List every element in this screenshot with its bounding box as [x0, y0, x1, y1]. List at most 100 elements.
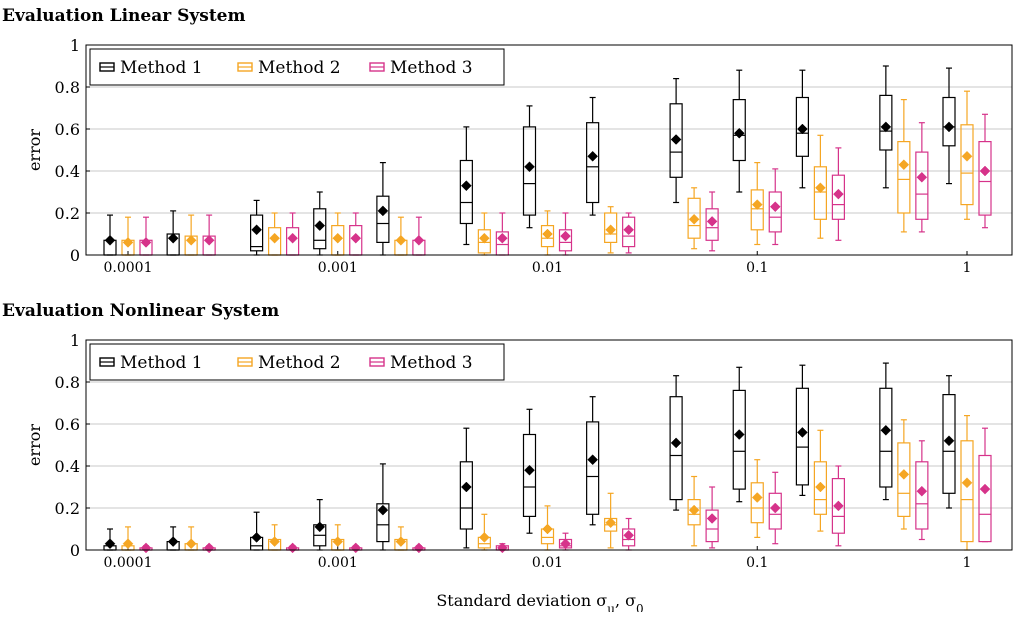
box — [915, 461, 929, 530]
mean-marker — [688, 504, 700, 516]
mean-marker — [815, 182, 826, 194]
x-tick-label: 0.001 — [318, 555, 358, 571]
box — [687, 499, 701, 526]
x-tick-label: 0.001 — [318, 260, 358, 276]
mean-marker — [122, 538, 134, 550]
mean-marker — [185, 234, 197, 246]
box — [750, 482, 764, 524]
box — [732, 389, 746, 490]
legend-label: Method 3 — [390, 353, 473, 373]
mean-marker — [898, 469, 910, 480]
mean-marker — [140, 542, 152, 554]
mean-marker — [461, 180, 472, 192]
legend-box — [89, 48, 505, 86]
mean-marker — [140, 237, 152, 248]
mean-marker — [122, 237, 134, 248]
mean-marker — [332, 232, 344, 244]
y-tick-label: 0.4 — [55, 457, 80, 476]
box — [831, 174, 845, 220]
mean-marker — [269, 232, 280, 244]
mean-marker — [979, 483, 991, 495]
legend-label: Method 2 — [258, 58, 341, 78]
mean-marker — [377, 504, 389, 516]
mean-marker — [461, 481, 472, 493]
y-tick-label: 0 — [70, 246, 80, 265]
box — [795, 387, 809, 486]
y-tick-label: 0 — [70, 541, 80, 560]
box — [669, 103, 683, 178]
mean-marker — [943, 121, 955, 133]
mean-marker — [751, 199, 763, 210]
box — [705, 509, 719, 543]
y-tick-label: 0.8 — [55, 373, 80, 392]
mean-marker — [542, 523, 553, 535]
mean-marker — [251, 224, 262, 236]
box — [477, 229, 491, 254]
box — [978, 454, 992, 543]
box — [522, 433, 537, 518]
x-tick-label: 0.1 — [746, 555, 768, 571]
box — [897, 141, 911, 214]
y-tick-label: 0.4 — [55, 162, 80, 181]
box — [942, 394, 956, 494]
y-tick-label: 0.6 — [55, 120, 80, 139]
box — [376, 503, 390, 543]
y-axis-label: error — [25, 129, 44, 171]
y-tick-label: 0.8 — [55, 78, 80, 97]
box — [459, 159, 473, 225]
box — [942, 96, 956, 147]
box — [622, 528, 636, 547]
mean-marker — [560, 538, 571, 550]
box — [540, 225, 555, 248]
y-tick-label: 0.6 — [55, 415, 80, 434]
box — [250, 214, 264, 252]
panel-title-linear: Evaluation Linear System — [2, 6, 245, 26]
mean-marker — [833, 500, 844, 512]
mean-marker — [815, 481, 826, 493]
mean-marker — [413, 542, 425, 554]
mean-marker — [587, 454, 598, 466]
box — [897, 442, 911, 517]
mean-marker — [167, 232, 179, 244]
x-tick-label: 1 — [963, 555, 972, 571]
mean-marker — [479, 232, 490, 244]
mean-marker — [104, 234, 116, 246]
box — [831, 478, 845, 534]
box — [795, 96, 809, 157]
mean-marker — [413, 234, 425, 246]
x-tick-label: 0.1 — [746, 260, 768, 276]
box — [522, 126, 537, 216]
box — [313, 208, 327, 250]
mean-marker — [269, 536, 280, 547]
mean-marker — [203, 542, 215, 554]
box — [768, 492, 782, 530]
box — [586, 122, 600, 204]
mean-marker — [979, 165, 991, 177]
mean-marker — [769, 502, 781, 514]
legend-box — [89, 343, 505, 381]
mean-marker — [797, 123, 808, 135]
mean-marker — [287, 232, 298, 244]
mean-marker — [797, 427, 808, 438]
mean-marker — [395, 536, 407, 547]
mean-marker — [751, 492, 763, 503]
mean-marker — [350, 232, 362, 244]
x-tick-label: 1 — [963, 260, 972, 276]
x-tick-label: 0.0001 — [104, 260, 153, 276]
mean-marker — [377, 205, 389, 217]
mean-marker — [961, 477, 973, 489]
mean-marker — [479, 532, 490, 543]
y-tick-label: 0.2 — [55, 204, 80, 223]
mean-marker — [769, 201, 781, 213]
box — [813, 461, 827, 515]
mean-marker — [880, 424, 892, 436]
box — [978, 141, 992, 216]
box — [705, 208, 719, 241]
box — [732, 98, 746, 162]
mean-marker — [688, 213, 700, 225]
mean-marker — [314, 220, 326, 231]
mean-marker — [524, 464, 535, 476]
mean-marker — [251, 532, 262, 543]
panel-title-nonlinear: Evaluation Nonlinear System — [2, 301, 279, 321]
